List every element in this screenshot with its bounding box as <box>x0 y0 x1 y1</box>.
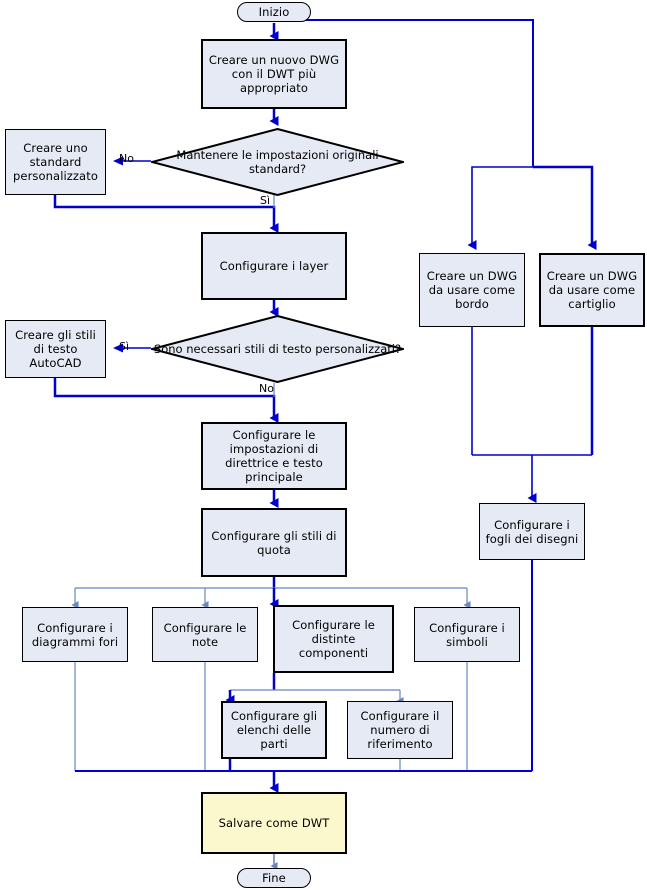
node-configurare-diagrammi-fori[interactable]: Configurare i diagrammi fori <box>22 607 128 662</box>
node-configurare-layer-label: Configurare i layer <box>219 259 329 273</box>
node-inizio-label: Inizio <box>258 5 290 19</box>
node-fine-label: Fine <box>262 871 286 885</box>
edge-label-stili-si: Sì <box>119 340 130 353</box>
node-configurare-layer[interactable]: Configurare i layer <box>201 232 347 300</box>
node-configurare-note-label: Configurare le note <box>163 620 247 649</box>
edge-label-mantenere-no: No <box>119 152 134 165</box>
node-salvare-come-dwt-label: Salvare come DWT <box>218 816 330 830</box>
node-creare-dwg-cartiglio-label: Creare un DWG da usare come cartiglio <box>546 269 638 311</box>
node-fine[interactable]: Fine <box>237 868 311 888</box>
node-creare-standard-personalizzato[interactable]: Creare uno standard personalizzato <box>5 129 106 195</box>
node-configurare-elenchi-parti[interactable]: Configurare gli elenchi delle parti <box>221 701 327 759</box>
node-creare-standard-personalizzato-label: Creare uno standard personalizzato <box>13 141 98 183</box>
edge-label-mantenere-si: Sì <box>260 194 271 207</box>
node-configurare-distinte-componenti-label: Configurare le distinte componenti <box>292 618 375 660</box>
node-creare-stili-testo-autocad-label: Creare gli stili di testo AutoCAD <box>15 328 96 370</box>
node-creare-stili-testo-autocad[interactable]: Creare gli stili di testo AutoCAD <box>5 320 106 378</box>
node-configurare-direttrice-label: Configurare le impostazioni di direttric… <box>225 428 323 484</box>
node-configurare-distinte-componenti[interactable]: Configurare le distinte componenti <box>273 605 394 673</box>
node-creare-dwg-bordo[interactable]: Creare un DWG da usare come bordo <box>419 253 525 327</box>
node-configurare-fogli-disegni[interactable]: Configurare i fogli dei disegni <box>479 503 585 560</box>
node-configurare-stili-quota[interactable]: Configurare gli stili di quota <box>201 508 347 577</box>
node-configurare-stili-quota-label: Configurare gli stili di quota <box>211 528 337 557</box>
node-stili-testo-necessari-label: Sono necessari stili di testo personaliz… <box>153 342 402 356</box>
node-mantenere-impostazioni-label: Mantenere le impostazioni originali stan… <box>176 148 379 176</box>
node-configurare-note[interactable]: Configurare le note <box>152 607 258 662</box>
node-creare-dwg-cartiglio[interactable]: Creare un DWG da usare come cartiglio <box>539 253 645 327</box>
node-creare-nuovo-dwg[interactable]: Creare un nuovo DWG con il DWT più appro… <box>201 39 347 109</box>
node-creare-dwg-bordo-label: Creare un DWG da usare come bordo <box>426 269 518 311</box>
node-configurare-numero-riferimento-label: Configurare il numero di riferimento <box>360 709 440 751</box>
node-configurare-simboli[interactable]: Configurare i simboli <box>414 607 520 662</box>
node-creare-nuovo-dwg-label: Creare un nuovo DWG con il DWT più appro… <box>208 53 340 95</box>
node-salvare-come-dwt[interactable]: Salvare come DWT <box>201 792 347 854</box>
node-mantenere-impostazioni[interactable]: Mantenere le impostazioni originali stan… <box>151 128 404 196</box>
node-configurare-numero-riferimento[interactable]: Configurare il numero di riferimento <box>347 701 453 759</box>
node-inizio[interactable]: Inizio <box>237 2 311 22</box>
node-configurare-simboli-label: Configurare i simboli <box>429 620 505 649</box>
node-configurare-fogli-disegni-label: Configurare i fogli dei disegni <box>485 517 579 546</box>
node-configurare-direttrice[interactable]: Configurare le impostazioni di direttric… <box>201 422 347 490</box>
edge-label-stili-no: No <box>259 382 274 395</box>
node-stili-testo-necessari[interactable]: Sono necessari stili di testo personaliz… <box>151 315 404 383</box>
node-configurare-diagrammi-fori-label: Configurare i diagrammi fori <box>31 620 119 649</box>
node-configurare-elenchi-parti-label: Configurare gli elenchi delle parti <box>230 709 318 751</box>
